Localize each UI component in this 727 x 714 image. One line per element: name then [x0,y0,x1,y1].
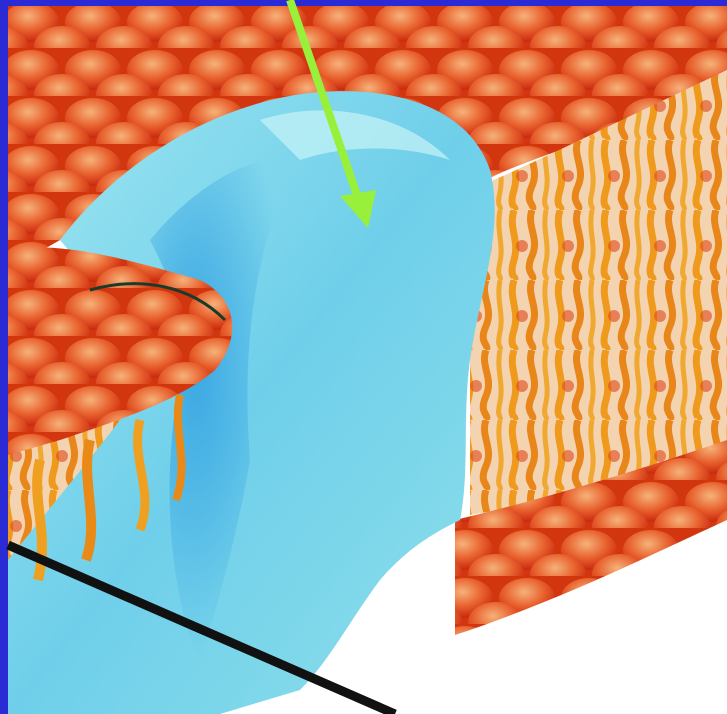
figure-frame [0,0,727,714]
membrane-illustration [0,0,727,714]
